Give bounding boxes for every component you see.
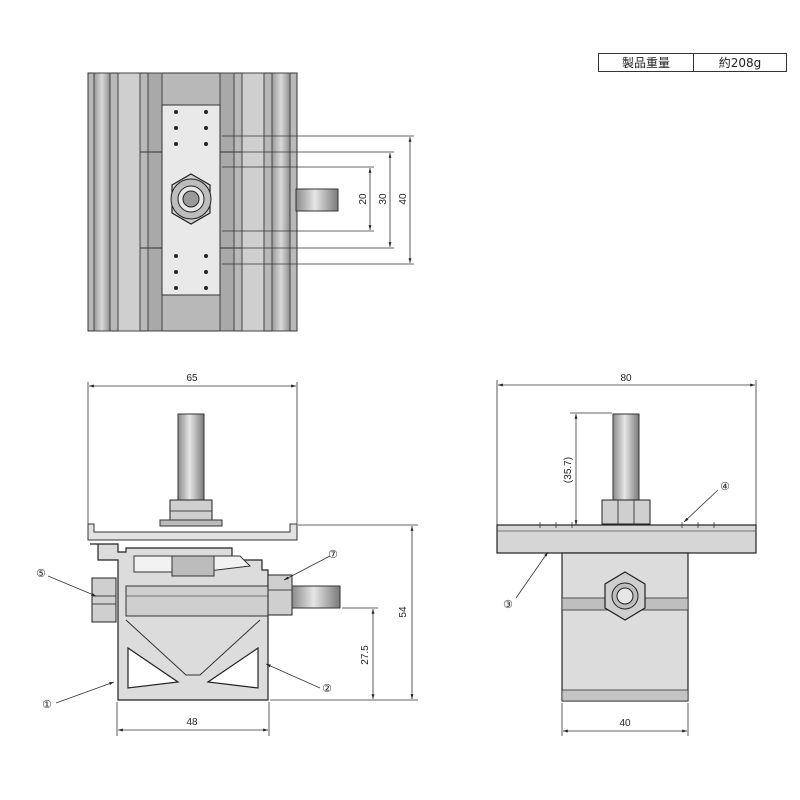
spec-row-weight: 製品重量 約208g — [598, 53, 787, 72]
front-right-nut — [267, 574, 293, 616]
front-left-bolt-head — [91, 577, 117, 623]
front-bolt-shaft — [177, 413, 205, 503]
spec-table: 製品重量 約208g — [598, 53, 787, 72]
side-view: 80 (35.7) 40 ③ ④ — [496, 373, 757, 736]
dim-label-30: 30 — [378, 193, 389, 205]
top-view-bolt-shaft — [295, 188, 339, 212]
dim-label-27-5: 27.5 — [360, 645, 371, 665]
front-cutout-right — [206, 646, 259, 689]
callout-5: ⑤ — [36, 567, 46, 580]
weight-label: 製品重量 — [598, 53, 694, 72]
front-top-plate — [87, 523, 298, 541]
top-view-ribs — [93, 72, 291, 332]
dim-label-48: 48 — [186, 717, 198, 728]
side-bolt-nut — [601, 499, 651, 525]
side-bolt-shaft — [612, 413, 640, 503]
dim-label-54: 54 — [398, 606, 409, 618]
callout-7: ⑦ — [328, 548, 338, 561]
weight-value: 約208g — [693, 53, 787, 72]
callout-4: ④ — [720, 480, 730, 493]
dim-label-40: 40 — [398, 193, 409, 205]
side-top-plate — [496, 524, 757, 554]
dim-label-35-7: (35.7) — [563, 457, 574, 483]
dim-label-65: 65 — [186, 373, 198, 384]
dim-label-40-side: 40 — [619, 718, 631, 729]
front-right-bolt-shaft — [291, 585, 341, 609]
front-view: 65 54 27.5 — [36, 373, 418, 736]
dim-label-20: 20 — [358, 193, 369, 205]
top-view: 20 30 40 — [87, 72, 414, 332]
dim-label-80: 80 — [620, 373, 632, 384]
callout-2: ② — [322, 682, 332, 695]
front-cutout-left — [127, 646, 180, 689]
callout-3: ③ — [503, 598, 513, 611]
callout-1: ① — [42, 698, 52, 711]
top-view-holes — [174, 110, 208, 290]
